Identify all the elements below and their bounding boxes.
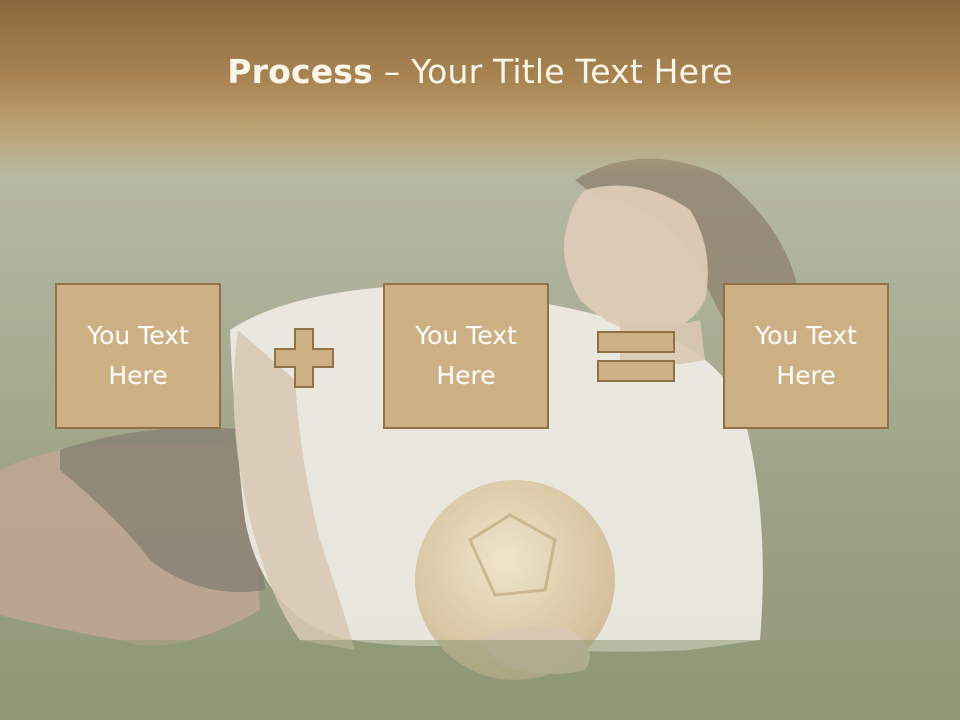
equals-icon <box>597 331 675 382</box>
process-box-3[interactable]: You Text Here <box>723 283 889 429</box>
process-box-2-text: You Text Here <box>415 321 517 390</box>
title-bold: Process <box>227 52 373 91</box>
page-title: Process – Your Title Text Here <box>0 52 960 91</box>
title-band <box>0 0 960 175</box>
process-box-3-text: You Text Here <box>755 321 857 390</box>
title-rest: Your Title Text Here <box>411 52 733 91</box>
process-box-1[interactable]: You Text Here <box>55 283 221 429</box>
plus-icon <box>274 328 334 388</box>
title-separator: – <box>373 52 412 91</box>
process-box-2[interactable]: You Text Here <box>383 283 549 429</box>
process-box-1-text: You Text Here <box>87 321 189 390</box>
